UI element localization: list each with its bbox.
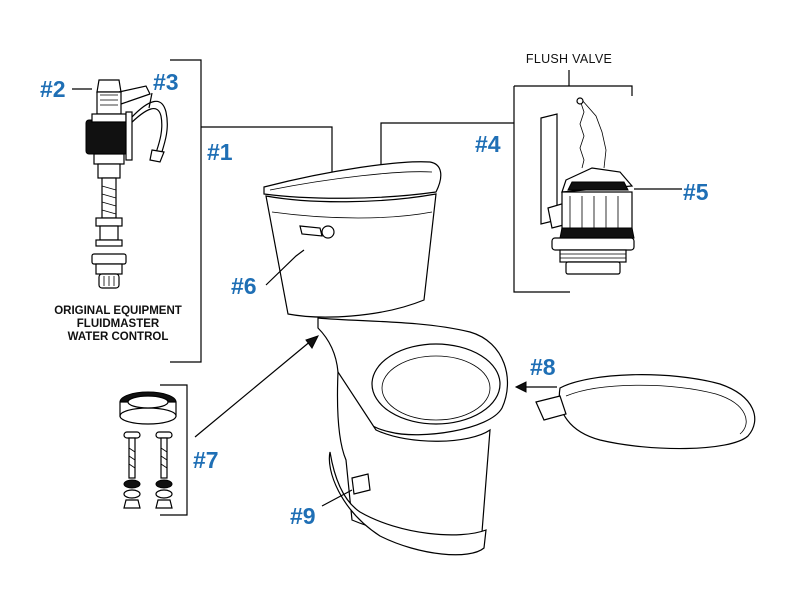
flush-handle bbox=[299, 225, 323, 237]
leader-4 bbox=[380, 122, 514, 180]
callout-4: #4 bbox=[475, 131, 501, 157]
callout-1: #1 bbox=[207, 139, 233, 165]
fill-valve-caption-line3: WATER CONTROL bbox=[68, 331, 169, 343]
callout-3: #3 bbox=[153, 69, 179, 95]
leader-7 bbox=[194, 339, 313, 438]
leader-1 bbox=[201, 126, 333, 185]
callout-5: #5 bbox=[683, 179, 709, 205]
callout-8: #8 bbox=[530, 354, 556, 380]
fill-valve-caption-line1: ORIGINAL EQUIPMENT bbox=[54, 305, 182, 317]
seat-hinge bbox=[535, 395, 567, 421]
flush-valve-heading: FLUSH VALVE bbox=[526, 52, 612, 66]
refill-tube-drawing bbox=[125, 100, 168, 163]
tank-lid bbox=[263, 161, 442, 199]
bolt-cap bbox=[351, 473, 371, 495]
flush-valve-bracket bbox=[513, 86, 570, 293]
tank-body bbox=[265, 193, 437, 318]
bowl-opening bbox=[371, 343, 501, 425]
callout-9: #9 bbox=[290, 503, 316, 529]
flush-valve-top-bar bbox=[514, 85, 633, 96]
leader-9 bbox=[321, 489, 353, 507]
kit-bracket bbox=[160, 384, 188, 516]
fill-valve-group: #2 #3 #1 ORIGINAL EQUIPMENT FLUIDMASTER … bbox=[40, 59, 333, 363]
leader-3 bbox=[148, 92, 153, 109]
flush-valve-group: FLUSH VALVE #4 #5 bbox=[380, 52, 709, 293]
fill-valve-drawing bbox=[85, 79, 151, 289]
leader-6 bbox=[265, 249, 305, 286]
callout-7: #7 bbox=[193, 447, 219, 473]
fill-valve-bracket bbox=[170, 59, 202, 363]
seat-lid bbox=[558, 374, 756, 450]
toilet-drawing bbox=[263, 161, 509, 556]
callout-6: #6 bbox=[231, 273, 257, 299]
callout-2: #2 bbox=[40, 76, 66, 102]
fill-valve-caption-line2: FLUIDMASTER bbox=[77, 318, 160, 330]
toilet-seat-drawing bbox=[535, 374, 756, 450]
flush-valve-drawing bbox=[540, 97, 635, 275]
tank-to-bowl-kit bbox=[119, 384, 188, 516]
bowl-base bbox=[328, 451, 487, 556]
